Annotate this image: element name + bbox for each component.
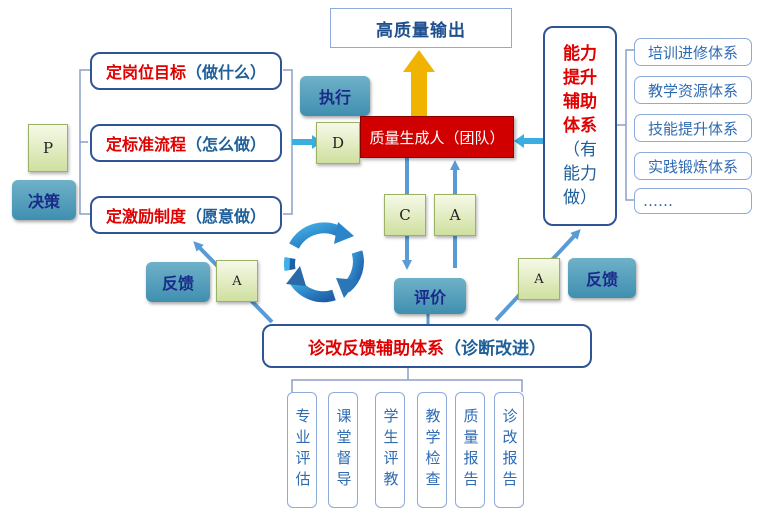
act-letter-center: A xyxy=(434,194,476,236)
feedback-right-letter: A xyxy=(518,258,560,300)
goal-incentives: 定激励制度（愿意做） xyxy=(90,196,282,234)
system-training: 培训进修体系 xyxy=(634,38,752,66)
do-letter: D xyxy=(316,122,360,164)
feedback-left-letter: A xyxy=(216,260,258,302)
goal-standards: 定标准流程（怎么做） xyxy=(90,124,282,162)
goal-incentives-main: 定激励制度 xyxy=(105,207,186,226)
plan-letter: P xyxy=(28,124,68,172)
decision-label: 决策 xyxy=(12,180,76,220)
capability-main: 能力提升辅助体系 xyxy=(563,44,597,136)
diagnosis-main: 诊改反馈辅助体系 xyxy=(308,338,444,359)
system-practice: 实践锻炼体系 xyxy=(634,152,752,180)
capability-system: 能力提升辅助体系 （有能力做） xyxy=(543,26,617,226)
diagnosis-item-teaching-check: 教学检查 xyxy=(417,392,447,508)
diagnosis-bracket xyxy=(291,379,523,392)
goal-standards-note: （怎么做） xyxy=(186,135,267,154)
feedback-left-label: 反馈 xyxy=(146,262,210,302)
diagnosis-system: 诊改反馈辅助体系（诊断改进） xyxy=(262,324,592,368)
diagnosis-item-improvement-report: 诊改报告 xyxy=(494,392,524,508)
diagnosis-item-class-supervision: 课堂督导 xyxy=(328,392,358,508)
execute-label: 执行 xyxy=(300,76,370,116)
diagnosis-item-major-eval: 专业评估 xyxy=(287,392,317,508)
evaluate-label: 评价 xyxy=(394,278,466,314)
goal-positions: 定岗位目标（做什么） xyxy=(90,52,282,90)
systems-bracket xyxy=(625,49,634,201)
goal-positions-main: 定岗位目标 xyxy=(105,63,186,82)
cycle-icon xyxy=(283,222,364,303)
check-letter: C xyxy=(384,194,426,236)
diagnosis-item-student-eval: 学生评教 xyxy=(375,392,405,508)
quality-generator: 质量生成人（团队） xyxy=(360,116,514,158)
diagnosis-note: （诊断改进） xyxy=(444,338,546,359)
capability-note: （有能力做） xyxy=(563,140,597,208)
diagnosis-item-quality-report: 质量报告 xyxy=(455,392,485,508)
goals-right-bracket xyxy=(283,69,293,215)
output-arrow-head xyxy=(403,50,435,72)
system-more: …… xyxy=(634,188,752,214)
output-box: 高质量输出 xyxy=(330,8,512,48)
system-resources: 教学资源体系 xyxy=(634,76,752,104)
goal-incentives-note: （愿意做） xyxy=(186,207,267,226)
goal-positions-note: （做什么） xyxy=(186,63,267,82)
system-skills: 技能提升体系 xyxy=(634,114,752,142)
goal-standards-main: 定标准流程 xyxy=(105,135,186,154)
feedback-right-label: 反馈 xyxy=(568,258,636,298)
output-arrow-shaft xyxy=(411,70,427,122)
